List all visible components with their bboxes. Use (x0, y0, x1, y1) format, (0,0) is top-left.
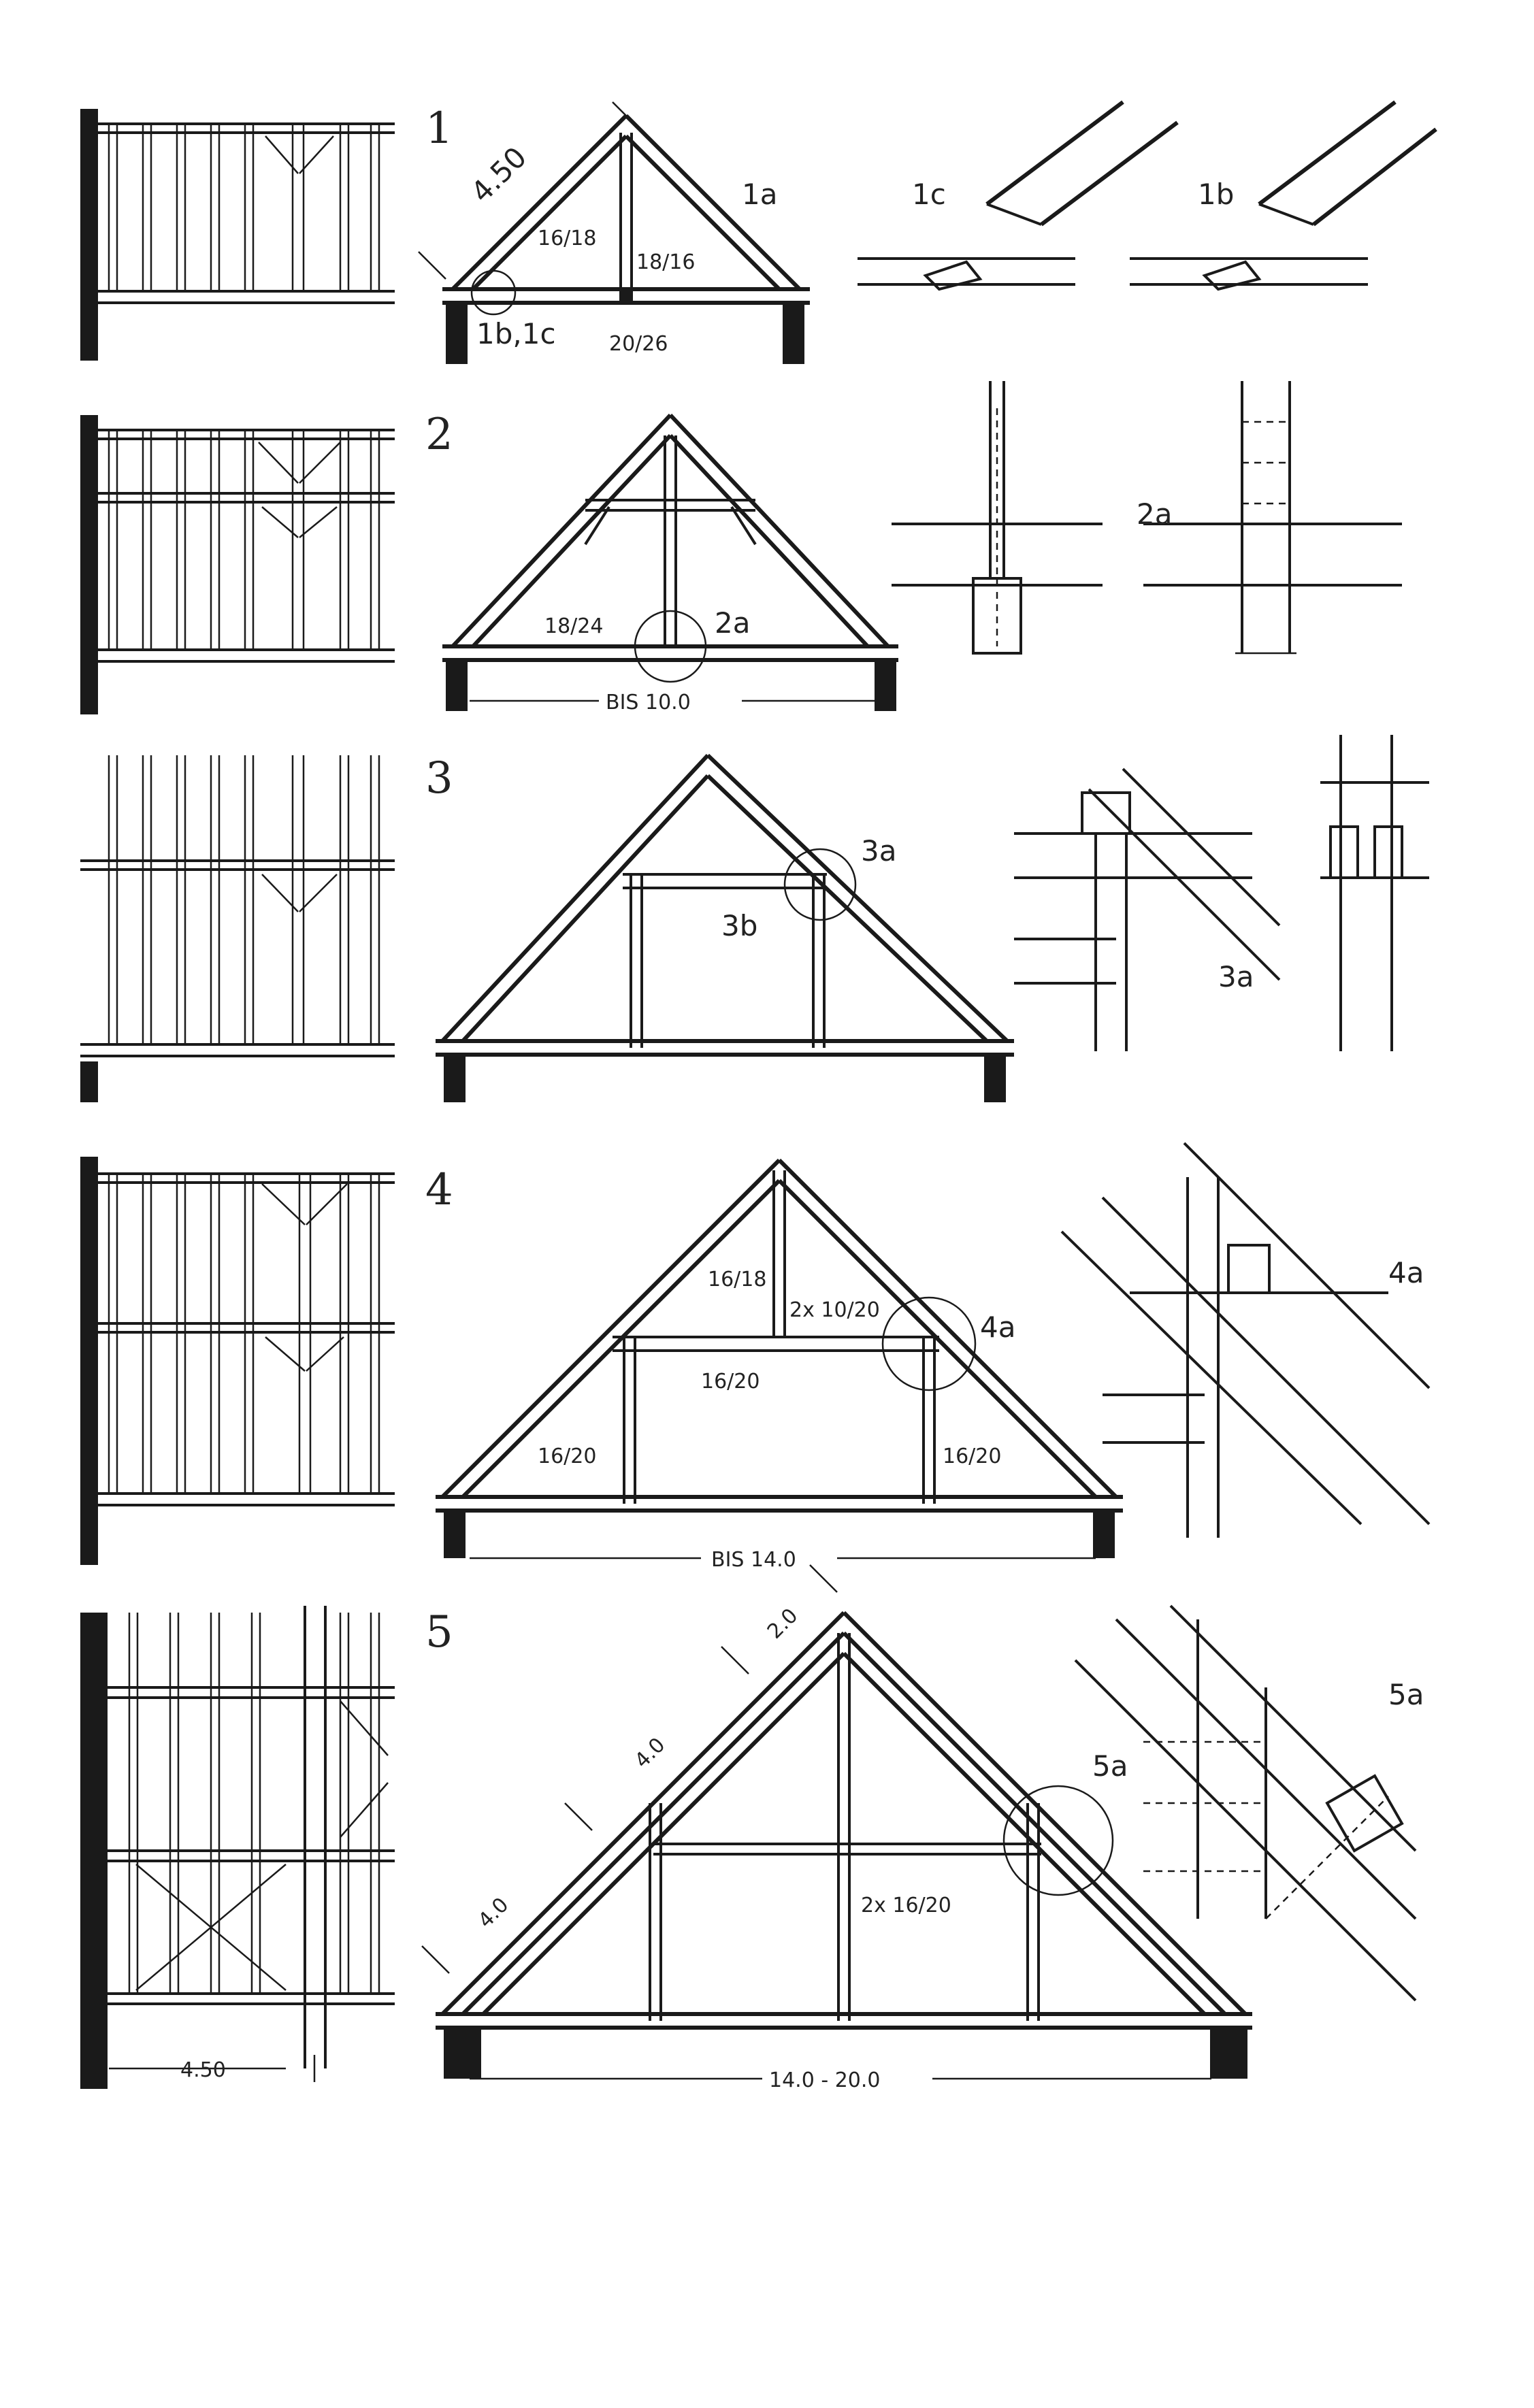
row-5: 4.50 5 2.0 (80, 1564, 1424, 2092)
row-2-detail-2a-left (892, 381, 1103, 655)
row-3-number: 3 (425, 753, 453, 804)
row-1-detail-1c-label: 1c (912, 178, 946, 211)
row-4-pair-dim: 2x 10/20 (789, 1298, 880, 1322)
row-1-detail-1b (1130, 100, 1437, 291)
row-5-label-circle: 5a (1092, 1749, 1128, 1783)
row-3-detail-3a-right (1320, 735, 1429, 1051)
row-5-detail-5a (1074, 1604, 1417, 2002)
row-4-label-circle: 4a (980, 1310, 1015, 1344)
row-1-elevation (80, 109, 395, 361)
row-1-detail-1b-label: 1b (1198, 178, 1234, 211)
row-3-label-collar: 3b (721, 909, 757, 942)
row-5-seg3-dim: 4.0 (474, 1893, 513, 1932)
row-4-detail-label: 4a (1388, 1256, 1424, 1289)
row-3-label-circle: 3a (861, 834, 896, 868)
row-1-span-dim: 4.50 (464, 140, 533, 209)
row-2-span-dim: BIS 10.0 (606, 691, 691, 714)
row-1-label-joint: 1b,1c (476, 317, 556, 350)
row-4-span-dim: BIS 14.0 (711, 1548, 796, 1572)
row-5-detail-label: 5a (1388, 1678, 1424, 1711)
row-3-detail-3a-left (1014, 768, 1281, 1051)
row-1-rafter-dim: 16/18 (538, 227, 596, 250)
row-4-truss (436, 1158, 1123, 1560)
row-2-elevation (80, 415, 395, 714)
row-1-number: 1 (425, 103, 453, 154)
row-1-truss (418, 101, 810, 364)
row-5-number: 5 (425, 1607, 453, 1657)
row-1-label-main: 1a (742, 178, 777, 211)
row-2-detail-2a-right (1143, 381, 1402, 655)
row-5-span-dim: 14.0 - 20.0 (769, 2068, 881, 2092)
row-2-truss (442, 413, 898, 711)
row-5-seg1-dim: 2.0 (763, 1604, 802, 1643)
row-3-elevation (80, 755, 395, 1102)
row-5-elevation (80, 1606, 395, 2089)
row-3-truss (436, 753, 1014, 1102)
row-5-post-dim: 2x 16/20 (861, 1894, 951, 1917)
row-4-rafter-dim: 16/18 (708, 1268, 766, 1291)
row-2-number: 2 (425, 410, 453, 460)
row-2-label-main: 2a (715, 606, 750, 640)
row-5-seg2-dim: 4.0 (630, 1733, 670, 1772)
row-4-number: 4 (425, 1165, 453, 1215)
row-4-elevation (80, 1157, 395, 1565)
row-4-right-dim: 16/20 (943, 1445, 1001, 1468)
row-4-collar-dim: 16/20 (701, 1370, 760, 1393)
row-1-beam-dim: 20/26 (609, 332, 668, 356)
row-3: 3 3a 3b (80, 735, 1429, 1102)
row-1-detail-1c (858, 100, 1179, 291)
row-2-beam-dim: 18/24 (544, 614, 603, 638)
row-1-post-dim: 18/16 (636, 250, 695, 274)
row-4-left-dim: 16/20 (538, 1445, 596, 1468)
row-5-truss (421, 1564, 1252, 2080)
row-3-detail-label: 3a (1218, 960, 1254, 993)
row-5-bay-dim: 4.50 (180, 2058, 226, 2082)
row-2: 2 18/24 2a BIS 10.0 (80, 381, 1402, 714)
row-1: 1 4.50 16/18 18/16 20/26 1a 1b,1c (80, 100, 1437, 364)
row-2-detail-label: 2a (1137, 497, 1172, 531)
row-4: 4 16/18 2x 10/20 16/20 16/20 16/20 4a (80, 1142, 1431, 1572)
row-4-detail-4a (1060, 1142, 1431, 1538)
